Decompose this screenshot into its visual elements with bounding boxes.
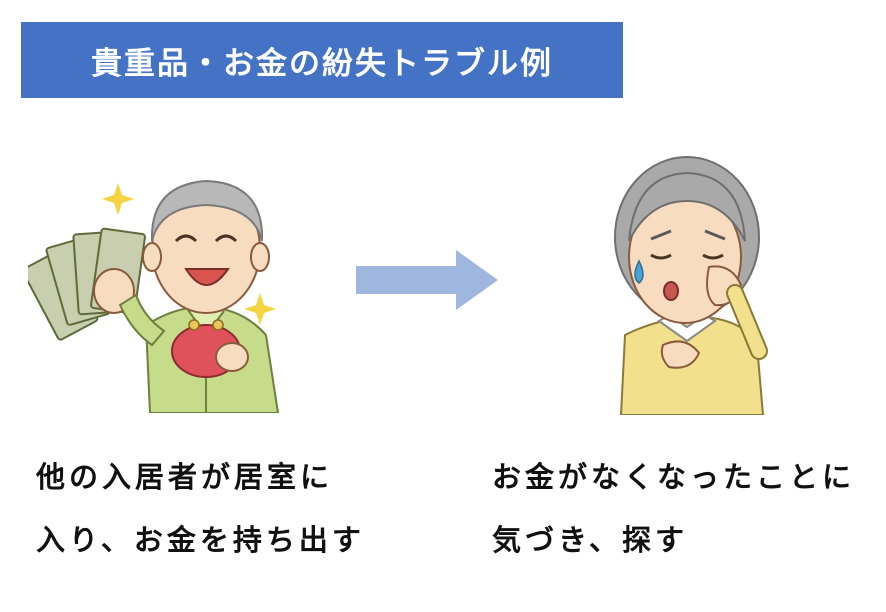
elderly-woman-worried-illustration: [614, 156, 768, 415]
right-caption-line2: 気づき、探す: [492, 523, 688, 557]
elderly-man-holding-money-illustration: [28, 179, 280, 413]
title-banner: 貴重品・お金の紛失トラブル例: [21, 22, 623, 98]
sparkle-icon: [244, 293, 276, 325]
page-title: 貴重品・お金の紛失トラブル例: [91, 45, 553, 82]
right-arrow-icon: [356, 250, 498, 310]
right-caption-line1: お金がなくなったことに: [492, 460, 856, 494]
left-caption-line2: 入り、お金を持ち出す: [36, 523, 365, 557]
sparkle-icon: [102, 183, 134, 215]
left-caption-line1: 他の入居者が居室に: [36, 460, 334, 494]
